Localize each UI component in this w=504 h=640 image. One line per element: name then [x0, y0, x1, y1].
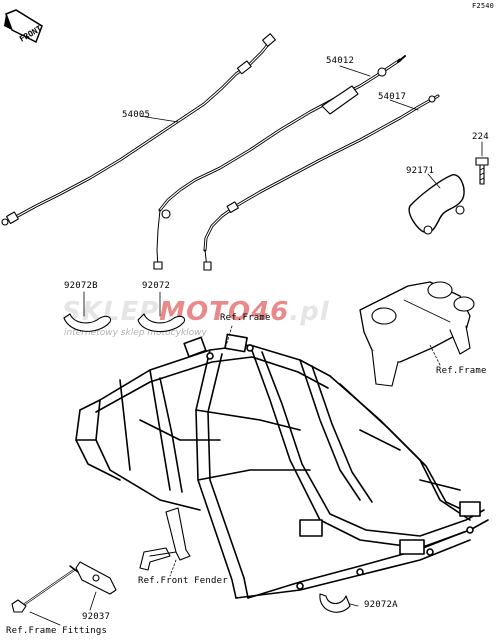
cable-54005	[1, 33, 276, 226]
part-label-224: 224	[472, 132, 489, 142]
cable-guide-92171	[408, 174, 465, 235]
part-label-54005: 54005	[122, 110, 151, 120]
handlebar-holder	[359, 281, 475, 387]
main-frame	[75, 333, 489, 599]
clamp-92072A	[319, 593, 351, 613]
part-label-92072A: 92072A	[364, 600, 398, 610]
part-label-54017: 54017	[378, 92, 407, 102]
bolt-224	[475, 157, 489, 185]
cable-54012	[153, 55, 406, 270]
front-arrow-icon	[4, 9, 43, 44]
part-label-92072: 92072	[142, 281, 171, 291]
part-label-92037: 92037	[82, 612, 111, 622]
fender-bracket	[139, 507, 191, 571]
part-label-92171: 92171	[406, 166, 435, 176]
clamp-92072B	[63, 313, 112, 332]
ref-label-frame-fittings: Ref.Frame Fittings	[6, 626, 108, 636]
clamp-92072	[137, 313, 186, 333]
part-label-54012: 54012	[326, 56, 355, 66]
figure-code: F2540	[472, 2, 495, 10]
ref-label-frame-top: Ref.Frame	[220, 313, 271, 323]
cable-54017	[203, 94, 440, 271]
part-label-92072B: 92072B	[64, 281, 98, 291]
ref-label-front-fender: Ref.Front Fender	[138, 576, 228, 586]
long-bolt	[11, 565, 79, 613]
ref-label-frame-right: Ref.Frame	[436, 366, 487, 376]
plate-92037	[75, 561, 117, 595]
